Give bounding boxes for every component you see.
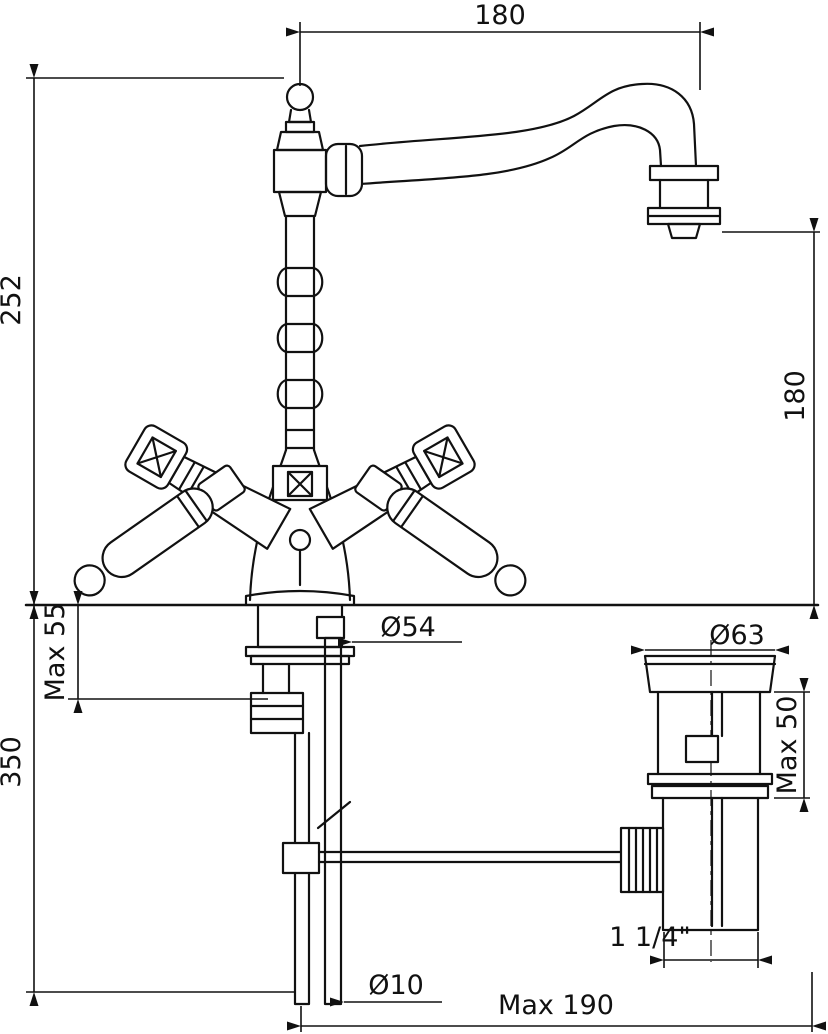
mounting-nut [249,691,305,735]
dim-label-top-width: 180 [474,0,526,31]
base-bell [244,589,356,607]
drain-assembly [619,640,777,962]
index-cap-window [136,436,177,479]
mounting-nut-lines [249,704,305,721]
drain-flange [643,654,777,694]
column-taper [277,190,323,218]
extension-lines [26,22,820,1032]
drain-locknut-1 [646,772,774,786]
index-cross-icon [136,436,177,479]
dim-label-base-dia: Ø54 [380,612,436,643]
drain-locknut-2 [650,784,770,800]
lever-grip [101,487,214,579]
finial-collar [284,120,316,134]
dim-label-max-right: Max 50 [772,696,803,795]
spout-outlet-tip [646,214,722,240]
drain-body [656,690,762,776]
spout-mount-nut [324,142,364,198]
finial-neck [287,108,313,124]
drain-body-window [684,734,720,764]
linkage-clamp [281,841,321,875]
under-deck-assembly [24,603,820,1006]
handle-lever-left [73,464,246,597]
lever-ball-end [73,564,106,597]
faucet-column [244,82,356,607]
column-bulge-1 [276,266,324,298]
spout-outlet-body [658,178,710,210]
dim-label-max-bottom: Max 190 [498,990,614,1021]
washer-plate-1 [244,645,356,658]
tube-break-mark [316,800,352,830]
rod-guide-block [315,615,346,640]
column-rings [284,428,316,450]
popup-pull-knob [288,528,312,552]
dim-label-pipe-dia: Ø10 [368,970,424,1001]
spout-junction-body [272,148,328,194]
threaded-stud [261,662,291,695]
spout-lower-curve [358,124,663,186]
spout-upper-curve [358,82,698,168]
lever-grip-bands [176,489,208,528]
dim-label-thread: 1 1/4" [609,922,691,953]
escutcheon-window [286,470,314,498]
spout-outlet-flange [648,164,720,182]
column-bulge-3 [276,378,324,410]
dim-label-spout-height: 180 [780,370,811,422]
popup-linkage-rod [317,850,624,864]
escutcheon-cross-icon [286,470,314,498]
knurled-nut-ridges [627,826,659,894]
column-cap [275,130,325,152]
ball-finial [285,82,315,112]
washer-plate-2 [249,654,351,666]
dim-label-drain-dia: Ø63 [709,620,765,651]
dim-label-total-height: 252 [0,274,27,326]
dim-label-max-left: Max 55 [40,603,71,702]
column-tube [284,214,316,452]
dim-label-below-height: 350 [0,736,27,788]
column-bulge-2 [276,322,324,354]
faucet-outline [73,82,722,607]
swan-neck-spout [324,82,722,240]
